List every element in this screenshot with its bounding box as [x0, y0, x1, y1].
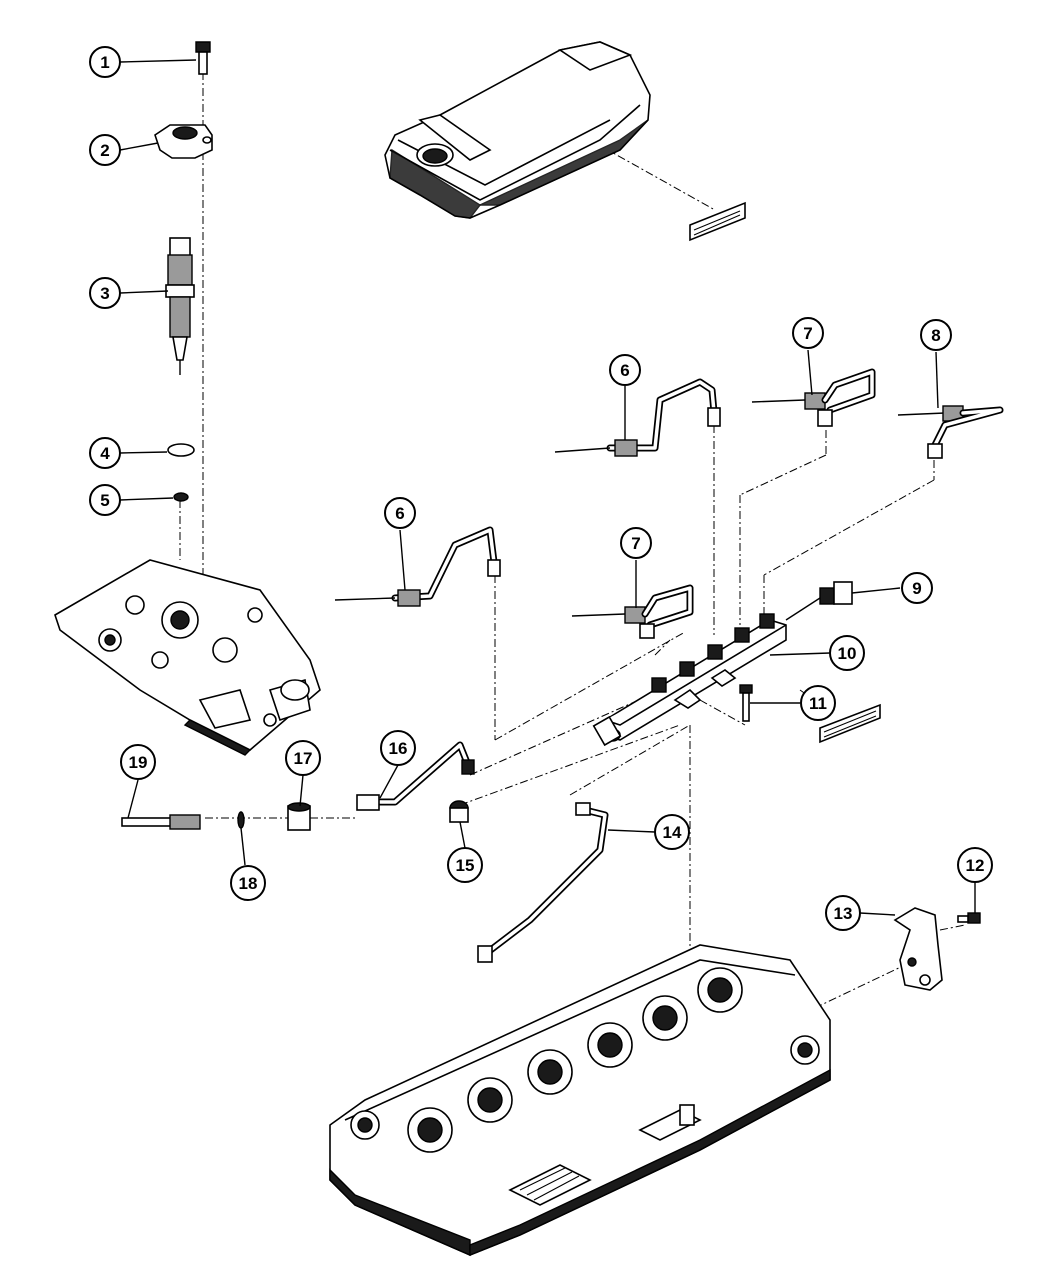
bracket-13	[893, 907, 943, 991]
fuel-rail	[592, 613, 787, 747]
svg-text:19: 19	[129, 753, 148, 772]
fuel-return-line-14	[477, 802, 609, 963]
fuel-line-6-lower	[334, 526, 501, 607]
callout-15: 15	[447, 847, 483, 883]
rail-plug	[449, 800, 469, 823]
callout-13: 13	[825, 895, 861, 931]
svg-text:14: 14	[663, 823, 682, 842]
fuel-injector	[165, 237, 195, 375]
connector-19	[121, 814, 201, 830]
svg-text:5: 5	[100, 491, 109, 510]
fuel-line-7-lower	[571, 584, 694, 639]
svg-text:16: 16	[389, 739, 408, 758]
connector-tube-17	[287, 802, 311, 831]
callout-9: 9	[901, 572, 933, 604]
callout-5: 5	[89, 484, 121, 516]
svg-text:17: 17	[294, 749, 313, 768]
callout-4: 4	[89, 437, 121, 469]
svg-text:15: 15	[456, 856, 475, 875]
callout-6-upper: 6	[609, 354, 641, 386]
rail-mounting-bolt	[739, 684, 753, 722]
svg-text:6: 6	[395, 504, 404, 523]
svg-text:10: 10	[838, 644, 857, 663]
label-plate-top	[689, 201, 746, 242]
callout-10: 10	[829, 635, 865, 671]
svg-text:6: 6	[620, 361, 629, 380]
svg-text:11: 11	[809, 694, 827, 713]
callout-17: 17	[285, 740, 321, 776]
valve-cover	[384, 41, 651, 219]
head-ports	[350, 967, 820, 1153]
bolt-12	[957, 912, 981, 924]
svg-text:13: 13	[834, 904, 853, 923]
svg-text:7: 7	[631, 534, 640, 553]
svg-text:2: 2	[100, 141, 109, 160]
cylinder-head-main	[329, 944, 831, 1257]
svg-text:7: 7	[803, 324, 812, 343]
injector-bolt	[195, 41, 211, 75]
fuel-line-6-upper	[554, 378, 721, 457]
callout-1: 1	[89, 46, 121, 78]
fuel-line-8	[897, 405, 1004, 459]
leader-lines	[119, 59, 976, 916]
callout-19: 19	[120, 744, 156, 780]
callout-16: 16	[380, 730, 416, 766]
svg-text:12: 12	[966, 856, 985, 875]
injector-washer	[167, 443, 195, 457]
svg-text:3: 3	[100, 284, 109, 303]
callout-7-lower: 7	[620, 527, 652, 559]
callout-11: 11	[800, 685, 836, 721]
injector-clamp	[154, 124, 213, 159]
svg-text:1: 1	[100, 53, 109, 72]
callout-18: 18	[230, 865, 266, 901]
injector-o-ring	[173, 492, 189, 502]
callout-7-upper: 7	[792, 317, 824, 349]
fuel-line-7-upper	[751, 368, 876, 427]
callout-6-lower: 6	[384, 497, 416, 529]
callout-14: 14	[654, 814, 690, 850]
cylinder-head-detail-left	[54, 559, 321, 756]
callout-3: 3	[89, 277, 121, 309]
callout-2: 2	[89, 134, 121, 166]
callout-8: 8	[920, 319, 952, 351]
rail-pressure-sensor	[785, 581, 853, 621]
svg-text:8: 8	[931, 326, 940, 345]
fuel-line-16	[356, 741, 475, 811]
callout-12: 12	[957, 847, 993, 883]
svg-text:4: 4	[100, 444, 110, 463]
svg-text:9: 9	[912, 579, 921, 598]
o-ring-18	[237, 811, 245, 829]
label-plate-rail	[819, 703, 881, 744]
svg-text:18: 18	[239, 874, 258, 893]
